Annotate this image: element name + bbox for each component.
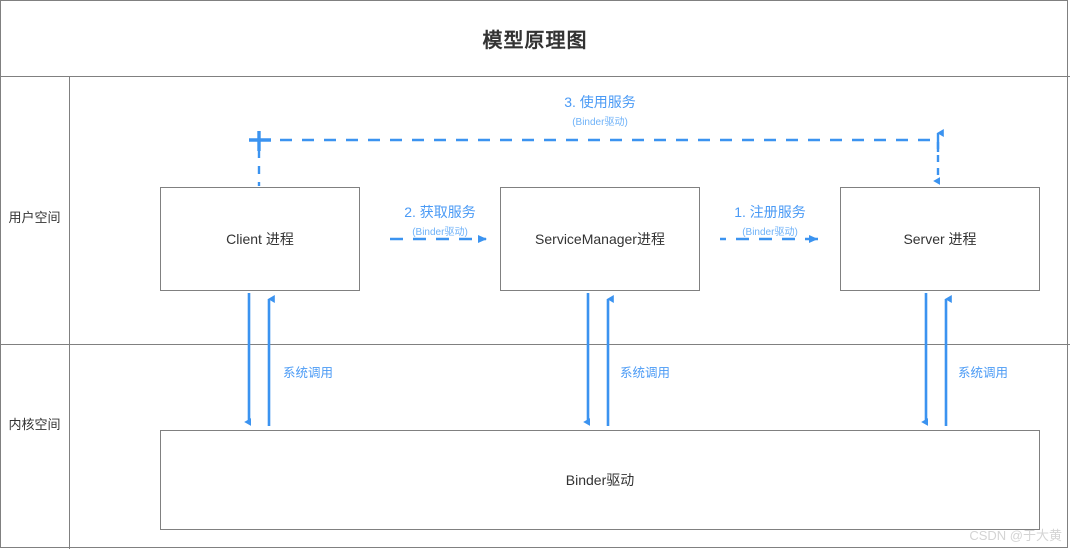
- divider-userspace-label: [69, 76, 70, 344]
- servicemanager-process-box[interactable]: ServiceManager进程: [500, 187, 700, 291]
- server-process-label: Server 进程: [903, 231, 977, 247]
- syscall-server-label: 系统调用: [958, 366, 1009, 380]
- divider-userspace-kernelspace: [0, 344, 1070, 345]
- flow-register-service-sublabel: (Binder驱动): [742, 227, 798, 238]
- watermark: CSDN @于大黄: [969, 528, 1062, 543]
- flow-register-service-label: 1. 注册服务: [734, 204, 806, 220]
- client-process-box[interactable]: Client 进程: [160, 187, 360, 291]
- servicemanager-process-label: ServiceManager进程: [535, 231, 665, 247]
- binder-driver-label: Binder驱动: [565, 472, 635, 488]
- flow-acquire-service-sublabel: (Binder驱动): [412, 227, 468, 238]
- binder-driver-box[interactable]: Binder驱动: [160, 430, 1040, 530]
- syscall-client-label: 系统调用: [283, 366, 334, 380]
- divider-kernelspace-label: [69, 345, 70, 549]
- client-process-label: Client 进程: [226, 231, 294, 247]
- server-process-box[interactable]: Server 进程: [840, 187, 1040, 291]
- flow-acquire-service-label: 2. 获取服务: [404, 204, 476, 220]
- page-title: 模型原理图: [482, 30, 588, 52]
- flow-use-service-label: 3. 使用服务: [564, 94, 636, 110]
- row-label-userspace: 用户空间: [8, 210, 61, 225]
- divider-title-bottom: [0, 76, 1070, 77]
- flow-use-service-sublabel: (Binder驱动): [572, 117, 628, 128]
- syscall-servicemanager-label: 系统调用: [620, 366, 671, 380]
- row-label-kernelspace: 内核空间: [8, 417, 61, 432]
